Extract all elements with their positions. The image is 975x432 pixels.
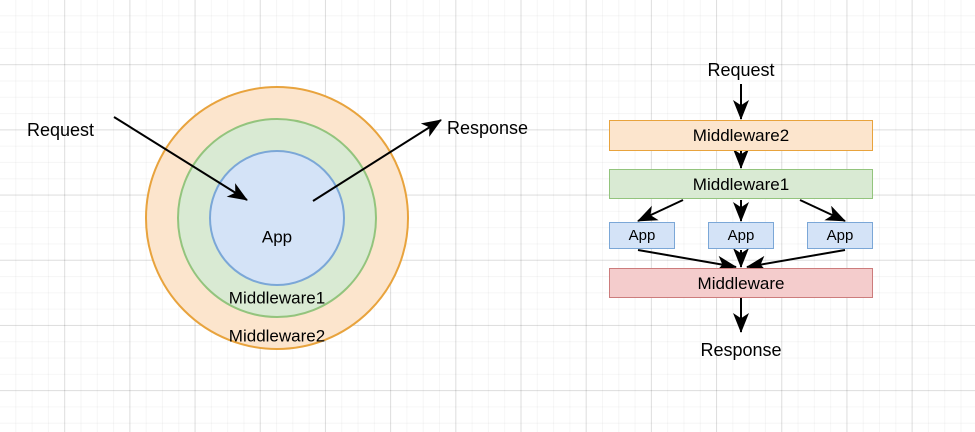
response-arrow-line bbox=[312, 119, 442, 202]
flow-box-label: Middleware2 bbox=[692, 126, 790, 145]
flow-request-label: Request bbox=[707, 60, 775, 80]
flow-response-label: Response bbox=[700, 340, 782, 360]
ring-label-middleware2: Middleware2 bbox=[228, 326, 326, 346]
flow-box-middleware2[interactable]: Middleware2 bbox=[609, 120, 873, 151]
flow-box-middleware[interactable]: Middleware bbox=[609, 268, 873, 298]
ring-label-middleware1: Middleware1 bbox=[228, 288, 326, 308]
request-label: Request bbox=[27, 120, 95, 140]
app3-to-middleware bbox=[746, 249, 846, 272]
flow-box-label: App bbox=[826, 227, 854, 244]
flow-box-app-2[interactable]: App bbox=[708, 222, 774, 249]
flow-box-label: App bbox=[727, 227, 755, 244]
app1-to-middleware bbox=[637, 249, 737, 272]
flow-box-label: Middleware1 bbox=[692, 174, 790, 194]
request-arrow-line bbox=[113, 116, 248, 201]
flow-box-middleware1[interactable]: Middleware1 bbox=[609, 169, 873, 199]
middleware1-to-app1 bbox=[637, 199, 684, 222]
flow-box-label: Middleware bbox=[697, 273, 785, 293]
flow-box-app-1[interactable]: App bbox=[609, 222, 675, 249]
response-label: Response bbox=[447, 118, 529, 138]
flow-box-app-3[interactable]: App bbox=[807, 222, 873, 249]
ring-label-app: App bbox=[261, 227, 293, 247]
flow-box-label: App bbox=[628, 227, 656, 244]
middleware1-to-app3 bbox=[799, 199, 846, 222]
ring-app[interactable] bbox=[209, 150, 345, 286]
